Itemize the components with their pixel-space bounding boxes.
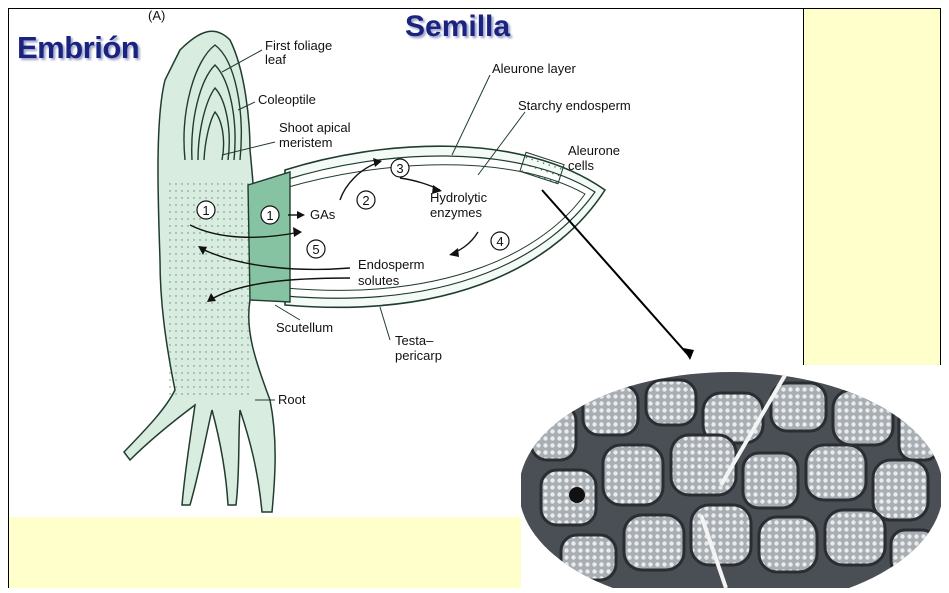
label-first-foliage-1: First foliage [265, 38, 332, 53]
step-5: 5 [312, 242, 319, 257]
label-aleurone-cells-2: cells [568, 158, 595, 173]
step-2: 2 [362, 193, 369, 208]
label-aleurone-cells-1: Aleurone [568, 143, 620, 158]
label-testa-2: pericarp [395, 348, 442, 363]
label-coleoptile: Coleoptile [258, 92, 316, 107]
label-endosperm-solutes-2: solutes [358, 273, 400, 288]
label-shoot-apical-2: meristem [279, 135, 332, 150]
label-gas: GAs [310, 207, 336, 222]
label-endosperm-solutes-1: Endosperm [358, 257, 424, 272]
micrograph-image [521, 365, 941, 588]
embryo-heading: Embrión [17, 30, 139, 66]
step-1a: 1 [202, 203, 209, 218]
label-hydrolytic-2: enzymes [430, 205, 483, 220]
zoom-arrow-line [542, 190, 690, 357]
label-first-foliage-2: leaf [265, 52, 286, 67]
label-testa-1: Testa– [395, 333, 434, 348]
label-scutellum: Scutellum [276, 320, 333, 335]
label-shoot-apical-1: Shoot apical [279, 120, 351, 135]
step-4: 4 [496, 234, 503, 249]
zoom-arrow-head [683, 348, 694, 360]
label-hydrolytic-1: Hydrolytic [430, 190, 488, 205]
panel-letter: (A) [148, 8, 165, 23]
step-1b: 1 [266, 208, 273, 223]
aleurone-micrograph [521, 365, 941, 588]
step-3: 3 [396, 161, 403, 176]
label-aleurone-layer: Aleurone layer [492, 61, 576, 76]
label-root: Root [278, 392, 306, 407]
seed-heading: Semilla [405, 10, 510, 44]
label-starchy-endosperm: Starchy endosperm [518, 98, 631, 113]
